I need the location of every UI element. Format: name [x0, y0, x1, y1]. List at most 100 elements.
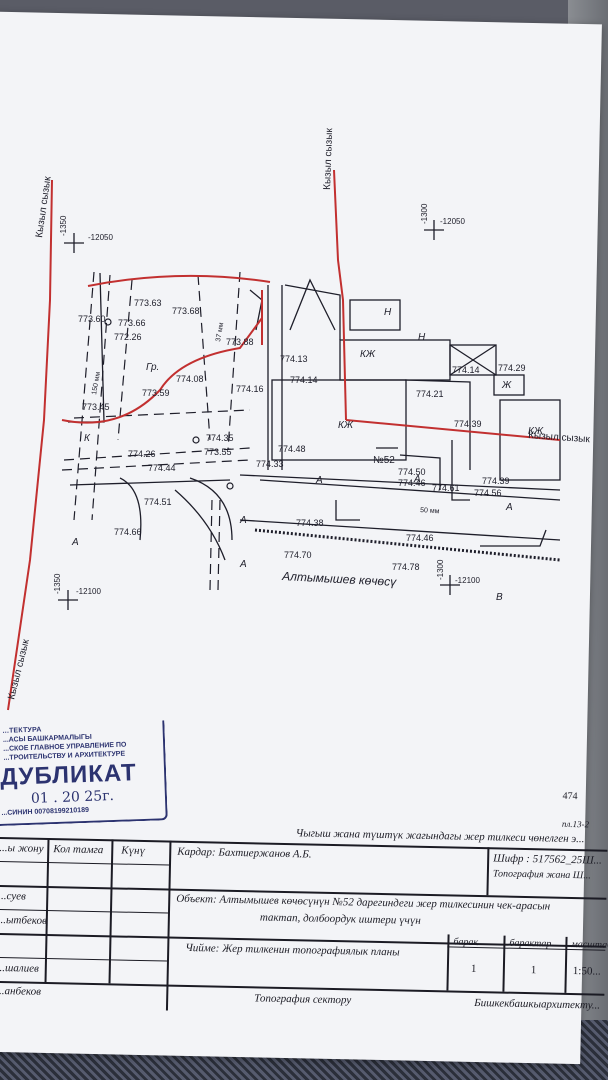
elevation-label: 774.33	[256, 459, 284, 469]
building-label: Гр.	[146, 362, 159, 373]
elevation-label: 774.39	[454, 419, 482, 429]
tb-col	[502, 935, 506, 992]
zone-label: А	[315, 475, 323, 486]
elevation-label: 773.68	[172, 306, 200, 316]
zone-label: А	[71, 537, 79, 548]
red-line-west	[7, 179, 53, 711]
sheet-number: 474	[562, 790, 578, 803]
scale-value: 1:50...	[572, 965, 601, 978]
red-line-north	[333, 169, 347, 421]
zone-label: В	[496, 592, 503, 603]
grid-cross-sw	[58, 590, 78, 610]
parcel-number: №52	[373, 455, 395, 466]
elevation-label: 774.46	[398, 478, 426, 488]
plan-caption: Чыгыш жана түштүк жагындагы жер тилкеси …	[295, 827, 585, 846]
elevation-label: 774.44	[148, 463, 176, 473]
grid-label-sw-y: -12100	[76, 587, 101, 596]
tb-col	[446, 934, 450, 991]
tb-col	[564, 936, 568, 993]
elevation-label: 774.78	[392, 562, 420, 572]
elevation-label: 773.45	[82, 402, 110, 412]
staff-name: ...шалиев	[0, 961, 39, 975]
staff-name: ...суев	[0, 889, 27, 903]
building-label: Н	[384, 307, 392, 318]
red-line-label-3: Кызыл сызык	[528, 430, 591, 445]
elevation-label: 774.13	[280, 354, 308, 364]
tb-rule	[0, 956, 167, 962]
dimension-37: 37 мм	[215, 322, 225, 342]
building-label: КЖ	[360, 349, 376, 360]
elevation-label: 773.66	[118, 318, 146, 328]
elevation-label: 774.14	[290, 375, 318, 385]
elevation-label: 774.66	[114, 527, 142, 537]
red-line-label-4: Кызыл сызык	[6, 638, 32, 701]
zone-label: А	[505, 502, 513, 513]
stamp-date: 01 . 20 25г.	[30, 788, 115, 807]
building-label: КЖ	[528, 426, 544, 437]
elevation-label: 774.08	[176, 374, 204, 384]
stamp-line-1: ...ТЕКТУРА	[2, 726, 42, 735]
grid-label-ne-x: -1300	[420, 203, 429, 224]
elevation-label: 774.61	[432, 483, 460, 493]
elevation-label: 774.56	[474, 488, 502, 498]
elevation-label: 774.14	[452, 365, 480, 375]
title-block: 474 пл.13-2 Чыгыш жана түштүк жагындагы …	[0, 791, 608, 1028]
grid-label-se-x: -1300	[436, 559, 445, 580]
elevation-label: 774.26	[128, 449, 156, 459]
elevation-label: 774.38	[296, 518, 324, 528]
marker-point	[104, 318, 112, 326]
zone-label: А	[239, 559, 247, 570]
red-lines	[7, 169, 561, 711]
sheet-value: 1	[470, 962, 477, 976]
dimension-50: 50 мм	[420, 507, 440, 515]
drawing-title: Чийме: Жер тилкенин топографиялык планы	[185, 941, 400, 959]
red-line-east	[345, 419, 561, 441]
sheets-value: 1	[530, 964, 537, 977]
building-label: Ж	[501, 380, 512, 391]
red-line-label-2: Кызыл сызык	[322, 127, 335, 190]
elevation-label: 774.51	[144, 497, 172, 507]
elevation-label: 774.50	[398, 467, 426, 477]
sheet-header: барак	[453, 936, 479, 949]
col-date-header: Күнү	[121, 844, 146, 858]
code-sub: Топография жана Ш...	[492, 868, 591, 882]
sector-name: Топография сектору	[254, 992, 352, 1007]
elevation-label: 774.21	[416, 389, 444, 399]
elevation-label: 774.39	[482, 476, 510, 486]
elevation-label: 774.16	[236, 384, 264, 394]
grid-cross-nw	[64, 233, 84, 253]
elevation-label: 774.35	[206, 433, 234, 443]
elevation-label: 773.59	[142, 388, 170, 398]
stamp-duplicate-text: ДУБЛИКАТ	[0, 759, 138, 791]
tb-rule	[0, 860, 169, 866]
dimension-150: 150 мм	[91, 371, 102, 395]
sheets-header: барактар	[509, 937, 552, 950]
elevation-label: 773.88	[226, 337, 254, 347]
elevation-label: 773.55	[204, 447, 232, 457]
scale-note: пл.13-2	[561, 818, 590, 830]
grid-label-nw-x: -1350	[59, 215, 68, 236]
staff-name: ...ытбеков	[0, 913, 47, 928]
elevation-label: 774.29	[498, 363, 526, 373]
code: Шифр : 517562_25Ш...	[493, 852, 602, 867]
scale-header: масштаб	[571, 938, 608, 951]
tb-rule	[0, 908, 168, 914]
building-label: КЖ	[338, 420, 354, 431]
organization-name: Бишкекбашкыархитекту...	[474, 996, 601, 1012]
grid-label-nw-y: -12050	[88, 233, 113, 242]
zone-label: А	[239, 515, 247, 526]
elevation-label: 774.46	[406, 533, 434, 543]
grid-label-sw-x: -1350	[53, 573, 62, 594]
col-role-header: ...ы жону	[0, 841, 44, 855]
elevation-label: 774.48	[278, 444, 306, 454]
zone-label: К	[84, 433, 91, 444]
duplicate-stamp: ...ТЕКТУРА ...АСЫ БАШКАРМАЛЫГЫ ...СКОЕ Г…	[0, 720, 172, 827]
staff-name: ...анбеков	[0, 984, 42, 998]
red-line-top	[87, 274, 271, 287]
grid-label-se-y: -12100	[455, 576, 480, 585]
object-line-2: тактап, долбоордук иштери үчүн	[259, 911, 421, 927]
zone-label: А	[413, 474, 421, 485]
red-line-parcel	[61, 317, 263, 424]
